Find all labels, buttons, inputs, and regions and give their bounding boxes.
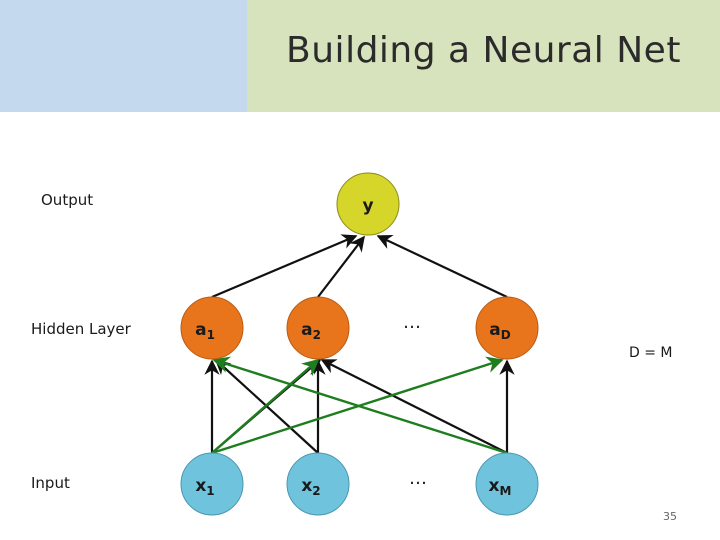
node-hidden-a1 (180, 296, 244, 360)
node-hidden-aD (475, 296, 539, 360)
slide-title: Building a Neural Net (286, 30, 681, 71)
input-ellipsis: … (409, 468, 427, 489)
row-label-output: Output (41, 191, 94, 209)
node-hidden-a1-label: a1 (195, 320, 215, 342)
node-input-x1-label: x1 (195, 476, 214, 498)
row-label-hidden: Hidden Layer (31, 320, 131, 338)
edge-black-2 (376, 234, 508, 298)
node-input-xM (475, 452, 539, 516)
node-input-x2 (286, 452, 350, 516)
node-output-y (336, 172, 400, 236)
node-hidden-a2 (286, 296, 350, 360)
edge-green-11 (212, 356, 508, 455)
edge-black-1 (317, 235, 365, 298)
edge-black-8 (320, 359, 508, 454)
edges (204, 234, 515, 455)
edge-green-10 (211, 358, 320, 454)
node-input-x2-label: x2 (301, 476, 320, 498)
dimension-note: D = M (629, 345, 673, 361)
node-input-x1 (180, 452, 244, 516)
node-output-label: y (362, 196, 373, 216)
page-number: 35 (663, 510, 677, 523)
edge-black-0 (211, 234, 358, 299)
edge-black-7 (214, 358, 319, 454)
node-hidden-a2-label: a2 (301, 320, 321, 342)
node-input-xM-label: xM (489, 476, 512, 498)
header-accent-left (0, 0, 247, 112)
hidden-ellipsis: … (403, 312, 421, 333)
header-band (247, 0, 720, 112)
node-hidden-aD-label: aD (489, 320, 510, 342)
row-label-input: Input (31, 474, 70, 492)
